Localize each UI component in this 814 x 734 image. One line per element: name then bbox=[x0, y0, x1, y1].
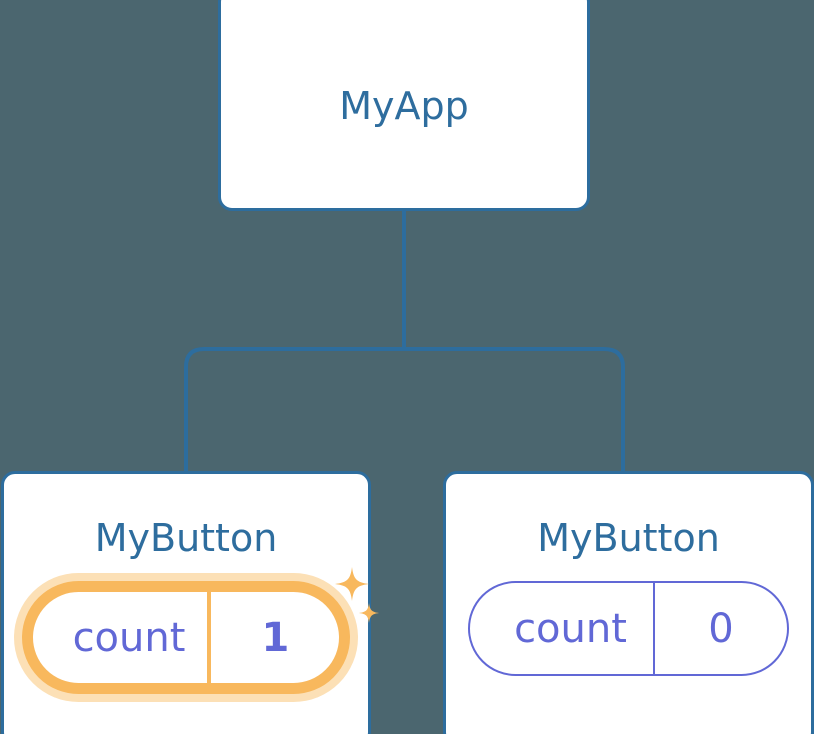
node-title: MyApp bbox=[339, 83, 469, 128]
state-pill-highlighted[interactable]: count 1 bbox=[21, 581, 351, 694]
node-title: MyButton bbox=[537, 516, 720, 560]
state-value: 1 bbox=[207, 592, 339, 683]
state-value: 0 bbox=[652, 583, 787, 674]
connector-branch bbox=[184, 347, 625, 471]
state-pill-wrapper: count 0 bbox=[468, 581, 789, 676]
node-mybutton-left[interactable]: MyButton count 1 bbox=[1, 471, 380, 734]
state-pill[interactable]: count 0 bbox=[468, 581, 789, 676]
state-key: count bbox=[72, 614, 186, 661]
node-myapp[interactable]: MyApp bbox=[218, 0, 590, 211]
node-mybutton-right[interactable]: MyButton count 0 bbox=[443, 471, 814, 734]
node-title: MyButton bbox=[94, 516, 278, 560]
state-pill-wrapper: count 1 bbox=[21, 567, 380, 694]
state-key: count bbox=[514, 605, 627, 652]
